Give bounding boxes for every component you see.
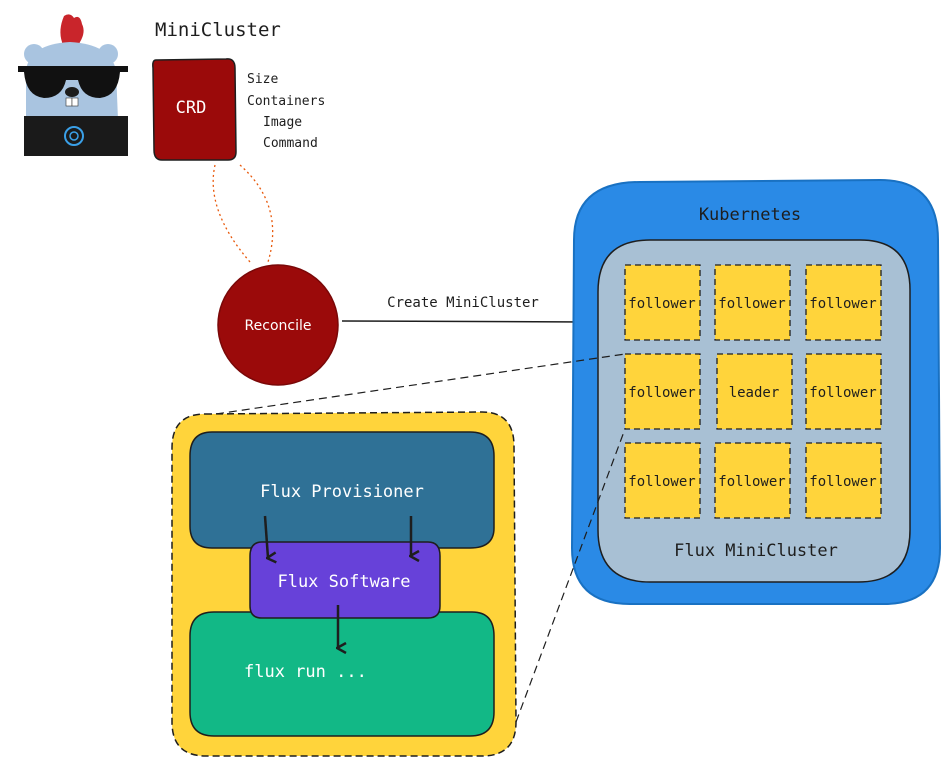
crd-box	[152, 58, 237, 161]
node-grid: follower follower follower follower lead…	[624, 264, 882, 519]
reconcile-node	[217, 264, 339, 386]
zoom-connector-bottom	[515, 428, 626, 723]
create-minicluster-arrow	[341, 321, 588, 322]
crd-field: Command	[263, 136, 318, 151]
node-box	[805, 264, 882, 341]
provisioner-to-software-arrow	[263, 515, 268, 558]
crd-field: Size	[247, 72, 278, 87]
node-label: follower	[718, 296, 785, 312]
node-box	[805, 353, 882, 430]
crd-label: CRD	[176, 98, 207, 118]
flux-run-box	[189, 611, 495, 737]
crd-field: Image	[263, 115, 302, 130]
node-box	[624, 353, 701, 430]
create-minicluster-label: Create MiniCluster	[387, 295, 539, 311]
kubernetes-title: Kubernetes	[699, 205, 801, 225]
flux-run-label: flux run ...	[244, 662, 367, 682]
node-label: follower	[628, 474, 695, 490]
diagram-title: MiniCluster	[155, 19, 281, 41]
zoom-connector-top	[215, 353, 626, 415]
node-label: follower	[809, 385, 876, 401]
node-label: follower	[809, 296, 876, 312]
crd-reconcile-connector	[212, 164, 274, 263]
node-label: follower	[718, 474, 785, 490]
node-box	[805, 442, 882, 519]
reconcile-label: Reconcile	[245, 318, 312, 334]
node-label: follower	[628, 296, 695, 312]
node-box	[714, 442, 791, 519]
crd-field: Containers	[247, 94, 325, 109]
flux-provisioner-label: Flux Provisioner	[260, 482, 424, 502]
node-label: follower	[628, 385, 695, 401]
node-label: follower	[809, 474, 876, 490]
flux-minicluster-label: Flux MiniCluster	[674, 541, 838, 561]
node-box	[624, 442, 701, 519]
flux-software-label: Flux Software	[277, 572, 410, 592]
node-box	[714, 264, 791, 341]
gopher-mascot-icon	[18, 14, 128, 156]
node-box	[716, 353, 793, 430]
crd-fields: Size Containers Image Command	[247, 72, 325, 151]
node-box	[624, 264, 701, 341]
node-label: leader	[729, 385, 780, 401]
flux-software-box	[249, 541, 441, 619]
